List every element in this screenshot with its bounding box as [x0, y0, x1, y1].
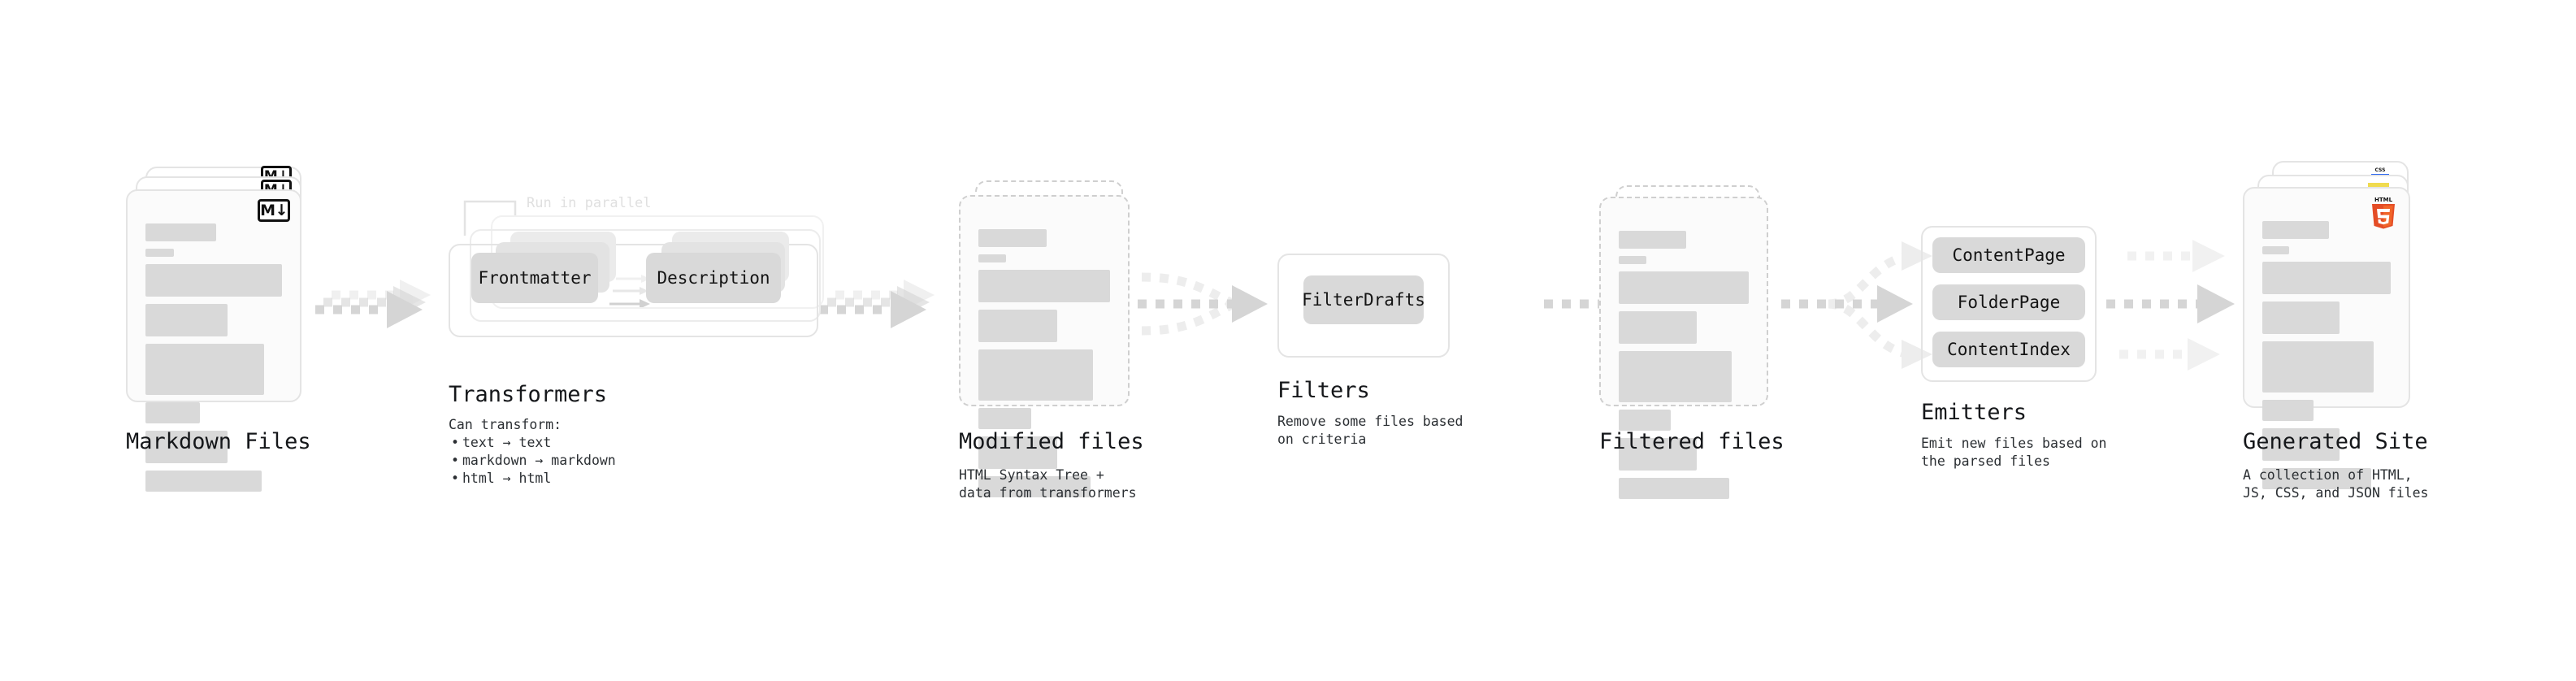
transformers-bullet-item: text → text [451, 434, 717, 452]
doc-content-bar [978, 436, 1058, 469]
stage-title-generated-site: Generated Site [2243, 429, 2428, 454]
doc-content-bar [2262, 301, 2340, 334]
stage-emitters: ContentPage FolderPage ContentIndex [1921, 226, 2116, 397]
stage-subtitle-modified-files: HTML Syntax Tree + data from transformer… [959, 467, 1137, 501]
doc-content-bar [978, 270, 1110, 302]
stage-transformers: Frontmatter Description [449, 215, 839, 345]
doc-content-bar [2262, 221, 2330, 239]
transformer-group-back-1 [470, 229, 821, 322]
doc-content-bar [145, 264, 282, 297]
doc-card-front [1599, 197, 1768, 499]
markdown-file-stack: M↓ M↓ M↓ [126, 166, 321, 492]
doc-content-bars [2262, 221, 2391, 497]
doc-content-bar [145, 249, 175, 257]
stage-title-emitters: Emitters [1921, 400, 2027, 425]
stage-title-modified-files: Modified files [959, 429, 1144, 454]
stage-subtitle-transformers: Can transform: text → text markdown → ma… [449, 416, 717, 488]
doc-content-bar [1619, 311, 1697, 344]
doc-content-bar [978, 476, 1091, 497]
doc-content-bar [145, 344, 265, 395]
doc-content-bar [978, 229, 1047, 247]
emitters-group-box [1921, 226, 2097, 382]
chip-folderpage[interactable]: FolderPage [1932, 284, 2085, 320]
stage-markdown-files: M↓ M↓ M↓ [126, 166, 321, 492]
chip-contentindex[interactable]: ContentIndex [1932, 332, 2085, 367]
doc-content-bar [2262, 400, 2314, 421]
stage-title-markdown-files: Markdown Files [126, 429, 311, 454]
doc-card-front: M↓ [126, 189, 301, 492]
stage-subtitle-emitters: Emit new files based on the parsed files [1921, 436, 2107, 469]
connector-modified-to-filters [1138, 272, 1268, 336]
stage-modified-files [959, 180, 1146, 497]
filters-group-box [1277, 254, 1450, 358]
doc-content-bar [2262, 428, 2340, 461]
chip-description[interactable]: Description [646, 253, 781, 303]
doc-content-bar [145, 304, 228, 336]
transformers-bullet-list: text → text markdown → markdown html → h… [449, 434, 717, 488]
doc-content-bar [145, 431, 228, 463]
markdown-badge-icon: M↓ [258, 199, 290, 222]
doc-card-front [959, 195, 1130, 497]
doc-content-bar [978, 408, 1031, 429]
doc-content-bar [1619, 478, 1729, 499]
stage-title-filtered-files: Filtered files [1599, 429, 1785, 454]
stage-filters: FilterDrafts [1277, 254, 1456, 359]
doc-content-bar [1619, 256, 1646, 264]
stage-subtitle-generated-site: A collection of HTML, JS, CSS, and JSON … [2243, 467, 2429, 501]
doc-content-bar [2262, 468, 2372, 489]
doc-content-bar [978, 349, 1093, 401]
transformers-bullet-item: html → html [451, 470, 717, 488]
doc-content-bar [1619, 271, 1749, 304]
doc-content-bar [1619, 438, 1697, 471]
doc-content-bar [2262, 341, 2374, 393]
transformers-subtitle-line: Can transform: [449, 417, 562, 432]
doc-content-bars [978, 229, 1110, 505]
connector-emitters-to-site [2106, 240, 2235, 371]
annotation-run-in-parallel: Run in parallel [527, 195, 652, 211]
doc-content-bar [1619, 410, 1671, 431]
transformer-group-front [449, 244, 818, 337]
doc-content-bar [145, 223, 217, 241]
doc-content-bars [1619, 231, 1749, 506]
doc-content-bars [145, 223, 282, 499]
html5-badge-icon: HTML [2370, 195, 2397, 229]
doc-content-bar [1619, 231, 1687, 249]
doc-content-bar [2262, 246, 2290, 254]
doc-card-front-html: HTML [2243, 187, 2410, 489]
doc-content-bar [145, 471, 262, 492]
doc-content-bar [978, 310, 1058, 342]
stage-generated-site: CSS HTML [2243, 161, 2446, 489]
stage-filtered-files [1599, 185, 1786, 499]
doc-content-bar [978, 254, 1007, 262]
connector-markdown-to-transformers [315, 280, 431, 328]
transformers-bullet-item: markdown → markdown [451, 452, 717, 470]
stage-subtitle-filters: Remove some files based on criteria [1277, 414, 1464, 447]
stage-title-filters: Filters [1277, 378, 1370, 403]
svg-text:HTML: HTML [2374, 197, 2393, 203]
doc-content-bar [1619, 351, 1733, 402]
stage-title-transformers: Transformers [449, 382, 608, 407]
connector-filtered-to-emitters [1781, 241, 1932, 369]
chip-filterdrafts[interactable]: FilterDrafts [1302, 275, 1425, 324]
css-badge-label: CSS [2374, 167, 2386, 173]
chip-frontmatter[interactable]: Frontmatter [471, 253, 598, 303]
chip-contentpage[interactable]: ContentPage [1932, 237, 2085, 273]
doc-content-bar [2262, 262, 2391, 294]
doc-content-bar [145, 402, 201, 423]
